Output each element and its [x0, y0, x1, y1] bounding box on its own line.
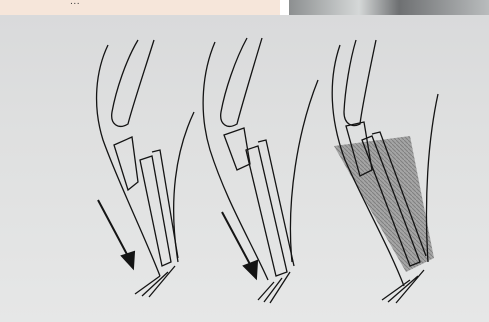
- panel-1-arrow: [98, 200, 134, 268]
- panel-3-upper-bone: [344, 40, 376, 126]
- panel-2-anterior-contour: [290, 80, 318, 262]
- panel-1-foot: [135, 266, 175, 297]
- panel-3: [332, 40, 438, 303]
- panel-2-posterior-contour: [203, 42, 268, 280]
- panel-1-posterior-contour: [97, 45, 160, 276]
- panel-2-foot: [258, 272, 290, 303]
- panel-2-shin-bone-b: [258, 140, 294, 266]
- panel-2-upper-bone: [221, 38, 262, 126]
- panel-1: [97, 40, 194, 297]
- panel-1-anterior-contour: [174, 112, 194, 262]
- panel-3-shaded-region: [334, 136, 434, 272]
- panel-1-patella: [114, 137, 138, 190]
- panel-1-upper-bone: [112, 40, 154, 126]
- panel-2-shin-bone-a: [246, 146, 287, 276]
- panel-1-shin-bone-a: [140, 156, 171, 266]
- panel-3-foot: [382, 270, 424, 303]
- panel-2: [203, 38, 318, 303]
- panel-2-patella: [224, 128, 250, 170]
